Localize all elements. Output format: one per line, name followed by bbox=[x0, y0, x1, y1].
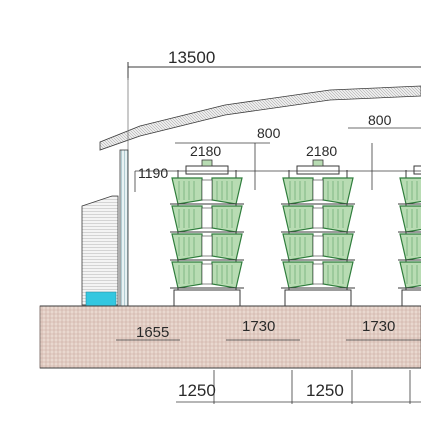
cage-cell-left bbox=[399, 233, 421, 261]
cage-cell-left bbox=[282, 233, 314, 261]
cage-cell-left bbox=[282, 177, 314, 205]
cage-column bbox=[170, 159, 244, 307]
cage-base-frame bbox=[284, 289, 352, 307]
dimension-800-right: 800 bbox=[368, 112, 392, 128]
feeder-cart bbox=[185, 165, 229, 175]
ground-slab bbox=[39, 305, 421, 369]
roof bbox=[99, 78, 421, 240]
cage-cell-left bbox=[399, 177, 421, 205]
water-channel bbox=[85, 291, 117, 307]
dimension-2180-right: 2180 bbox=[306, 143, 337, 159]
cage-cell-left bbox=[399, 261, 421, 289]
center-divider bbox=[312, 235, 324, 257]
overall-width-dimension: 13500 bbox=[127, 48, 421, 80]
dimension-1250-left: 1250 bbox=[178, 381, 216, 400]
dimension-1250-right: 1250 bbox=[306, 381, 344, 400]
cage-column bbox=[398, 165, 421, 307]
dimension-1730-right: 1730 bbox=[362, 318, 395, 335]
dimension-2180-left: 2180 bbox=[190, 143, 221, 159]
cage-cell-left bbox=[282, 261, 314, 289]
cage-base-frame bbox=[173, 289, 241, 307]
feeder-cart bbox=[296, 165, 340, 175]
cage-cell-left bbox=[399, 205, 421, 233]
feeder-cart bbox=[413, 165, 421, 175]
cage-cell-left bbox=[171, 177, 203, 205]
cage-base-frame bbox=[401, 289, 421, 307]
dimension-1655: 1655 bbox=[136, 324, 169, 341]
center-divider bbox=[201, 263, 213, 285]
floor-dimensions: 1655 1730 1730 bbox=[116, 318, 421, 341]
cage-cell-left bbox=[171, 261, 203, 289]
center-divider bbox=[201, 235, 213, 257]
feeder-hopper bbox=[201, 159, 213, 167]
bottom-dimensions: 1250 1250 bbox=[176, 370, 421, 404]
center-divider bbox=[201, 207, 213, 229]
center-divider bbox=[312, 179, 324, 201]
cage-cell-left bbox=[282, 205, 314, 233]
cage-cell-left bbox=[171, 233, 203, 261]
center-divider bbox=[312, 207, 324, 229]
center-divider bbox=[201, 179, 213, 201]
cage-columns bbox=[170, 159, 421, 307]
dimension-1190: 1190 bbox=[138, 165, 168, 181]
cage-cell-left bbox=[171, 205, 203, 233]
center-divider bbox=[312, 263, 324, 285]
overall-width-label: 13500 bbox=[168, 48, 215, 67]
left-side-wall bbox=[81, 149, 129, 309]
dimension-1730-left: 1730 bbox=[242, 318, 275, 335]
wall-panel bbox=[119, 149, 129, 309]
feeder-hopper bbox=[312, 159, 324, 167]
spacing-dimensions: 800 800 2180 2180 1190 bbox=[134, 112, 421, 192]
dimension-800-left: 800 bbox=[257, 125, 281, 141]
cage-column bbox=[281, 159, 355, 307]
